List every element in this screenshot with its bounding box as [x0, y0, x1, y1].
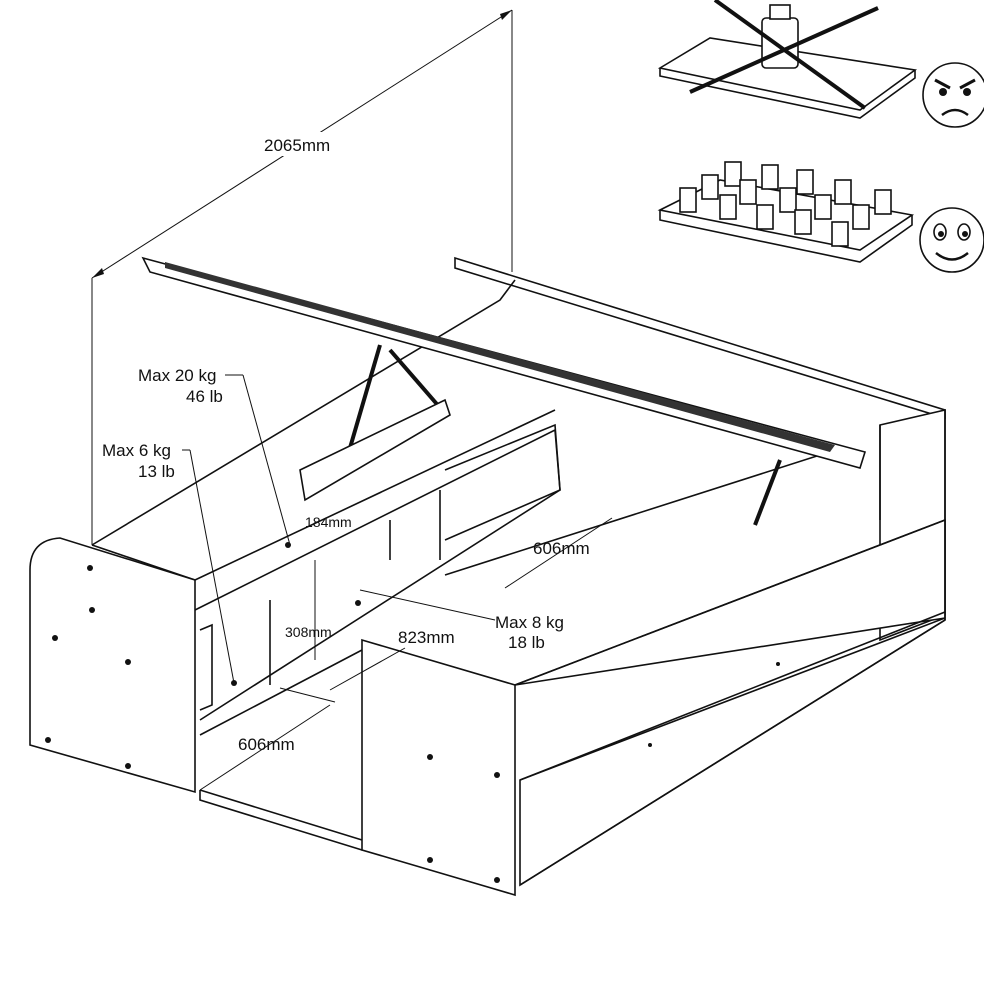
dimension-lines: [182, 374, 613, 791]
shelf-height-label: 308mm: [285, 624, 332, 640]
angry-face-icon: [922, 62, 984, 128]
happy-face-icon: [919, 207, 984, 273]
drawer-width-left-label: 606mm: [238, 735, 295, 754]
small-shelf-lb: 13 lb: [138, 462, 175, 481]
slatted-frame: [141, 256, 867, 526]
middle-width-label: 823mm: [398, 628, 455, 647]
storage-floor-kg: Max 8 kg: [495, 613, 564, 632]
storage-floor-lb: 18 lb: [508, 633, 545, 652]
top-shelf-lb: 46 lb: [186, 387, 223, 406]
length-dimension: 2065mm: [91, 9, 513, 545]
bed-frame: [29, 256, 946, 897]
concentrated-load-crossed-out: [657, 0, 918, 119]
drawer-width-right-label: 606mm: [533, 539, 590, 558]
distributed-load: [657, 161, 915, 263]
small-shelf-kg: Max 6 kg: [102, 441, 171, 460]
top-shelf-kg: Max 20 kg: [138, 366, 216, 385]
shelf-depth-label: 184mm: [305, 514, 352, 530]
length-label: 2065mm: [264, 136, 330, 155]
